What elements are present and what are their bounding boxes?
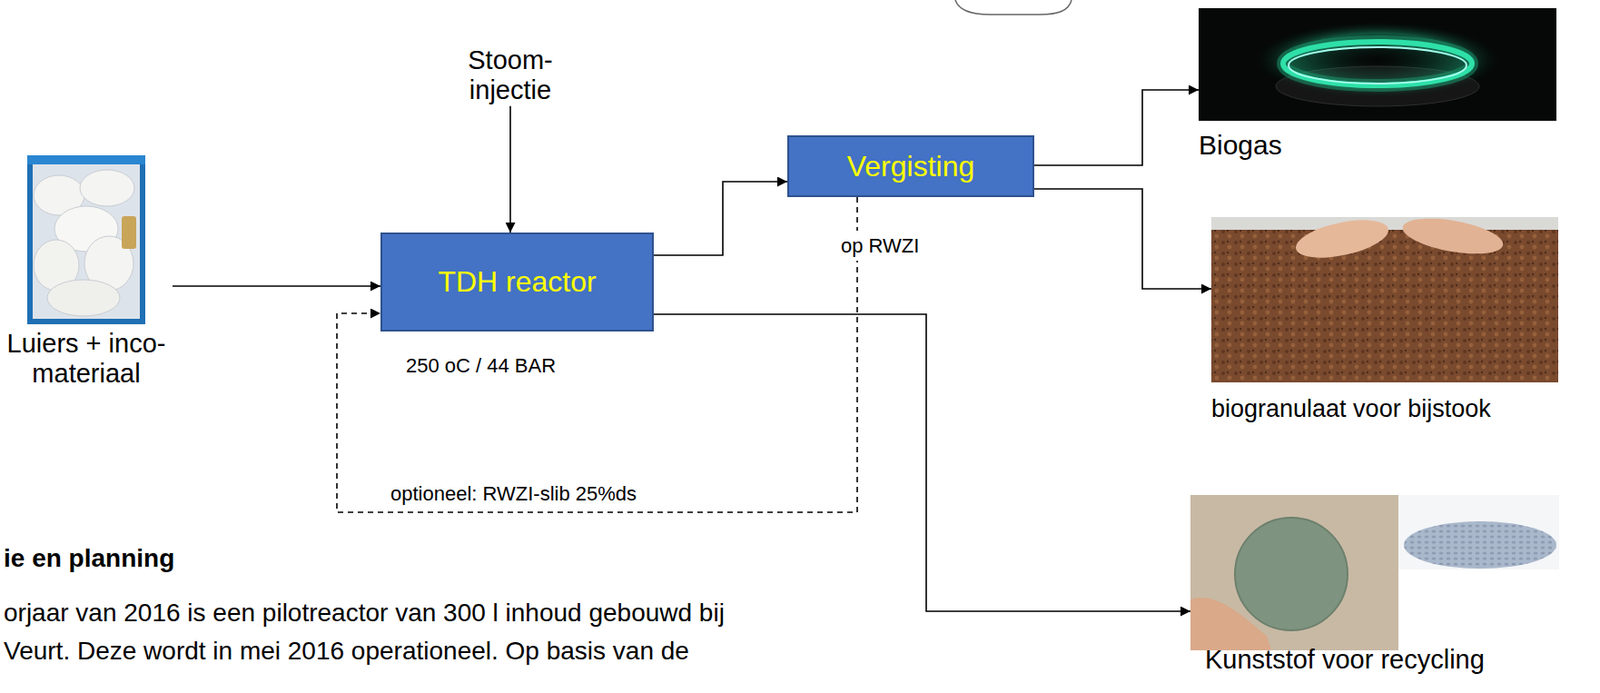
plastic-ball [1234, 517, 1348, 631]
flow-arrow [653, 314, 1191, 612]
bin-rim [27, 155, 146, 165]
edge-label: optioneel: RWZI-slib 25%ds [390, 478, 637, 509]
node-text: Vergisting [847, 149, 976, 184]
diaper-photo [27, 155, 146, 325]
flame [1283, 41, 1472, 86]
flow-arrow [172, 285, 381, 287]
diaper [79, 169, 135, 207]
process-box: Vergisting [787, 135, 1035, 198]
node-text: TDH reactor [437, 265, 596, 299]
plastic-photo [1190, 494, 1560, 651]
flame [1283, 41, 1472, 86]
flow-arrow [509, 106, 512, 233]
process-box: TDH reactor [380, 232, 654, 332]
node-text: biogranulaat voor bijstook [1211, 395, 1575, 424]
steam-input: Stoom- injectie [451, 45, 570, 107]
diaper [47, 279, 120, 317]
photo-ground [1190, 494, 1399, 651]
bottle [121, 216, 137, 249]
body-text: orjaar van 2016 is een pilotreactor van … [3, 593, 725, 633]
node-text: Stoom- injectie [451, 45, 570, 107]
location-note: op RWZI [837, 230, 923, 261]
section-heading: ie en planning [3, 539, 175, 578]
node-text: Biogas [1198, 129, 1557, 162]
operating-conditions: 250 oC / 44 BAR [405, 350, 556, 381]
node-text: Kunststof voor recycling [1204, 644, 1560, 675]
photo-ground [1398, 494, 1560, 570]
bin [27, 155, 146, 325]
node-text: Luiers + inco- materiaal [0, 328, 173, 390]
output-photo-node: biogranulaat voor bijstook [1211, 217, 1575, 424]
granules [1403, 521, 1557, 569]
granulate-photo [1211, 212, 1559, 383]
flame [1288, 47, 1467, 84]
hand [1292, 213, 1392, 266]
soil [1211, 217, 1559, 383]
optional-return-arrow [336, 197, 858, 513]
body-text: Veurt. Deze wordt in mei 2016 operatione… [3, 632, 690, 671]
flow-arrow [1034, 188, 1212, 289]
input-photo-node: Luiers + inco- materiaal [0, 155, 173, 390]
flame-glow [1254, 21, 1501, 99]
photo-ground [1198, 8, 1557, 121]
output-photo-node: Kunststof voor recycling [1190, 490, 1560, 675]
output-photo-node: Biogas [1198, 8, 1557, 162]
flow-arrow [1034, 89, 1199, 166]
bin-inside [32, 164, 140, 319]
hand [1400, 212, 1506, 261]
biogas-photo [1198, 8, 1557, 121]
flow-arrow [653, 181, 788, 256]
shape-fragment [955, 0, 1072, 15]
